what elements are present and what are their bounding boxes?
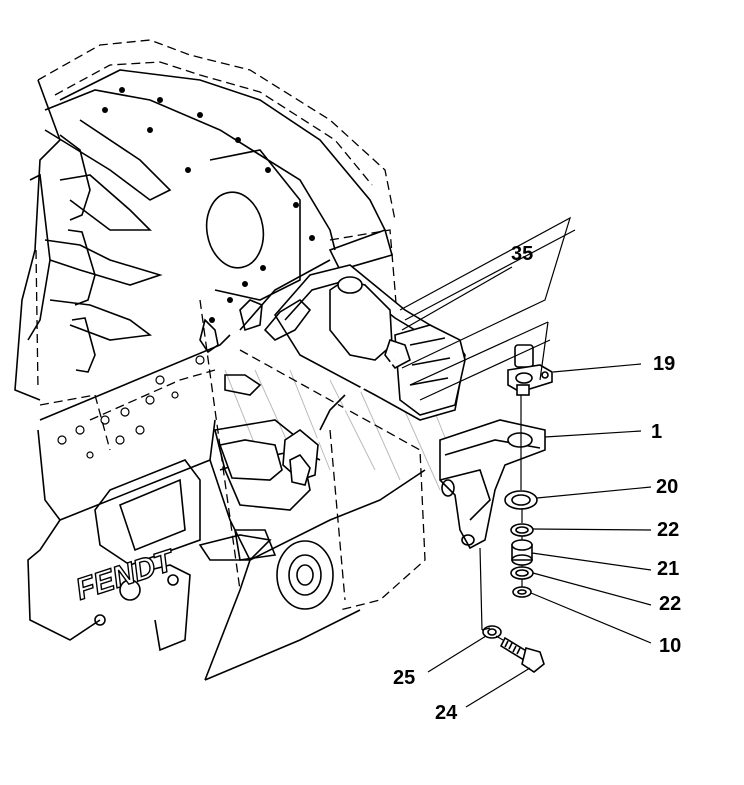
transmission-housing: FENDT <box>14 39 426 681</box>
callout-1: 1 <box>651 421 662 443</box>
nut-10 <box>512 586 532 598</box>
callout-19: 19 <box>653 353 675 375</box>
bolt-24 <box>499 636 545 673</box>
callout-22-upper: 22 <box>657 519 679 541</box>
callout-21: 21 <box>657 558 679 580</box>
sensor-part <box>507 344 553 396</box>
callout-35: 35 <box>511 243 533 265</box>
assembly-axes <box>399 216 576 641</box>
callout-25: 25 <box>393 667 415 689</box>
housing-brand-text: FENDT <box>72 544 180 607</box>
callout-labels: 35 19 1 20 22 21 22 10 25 24 <box>393 243 681 724</box>
bracket-part <box>439 419 546 550</box>
washer-22-upper <box>510 523 534 537</box>
leader-lines <box>401 266 652 708</box>
washer-20 <box>504 490 538 510</box>
callout-20: 20 <box>656 476 678 498</box>
spacer-21 <box>511 539 533 566</box>
callout-10: 10 <box>659 635 681 657</box>
callout-24: 24 <box>435 702 458 724</box>
watermark <box>224 369 471 501</box>
callout-22-lower: 22 <box>659 593 681 615</box>
washer-22-lower <box>510 566 534 580</box>
